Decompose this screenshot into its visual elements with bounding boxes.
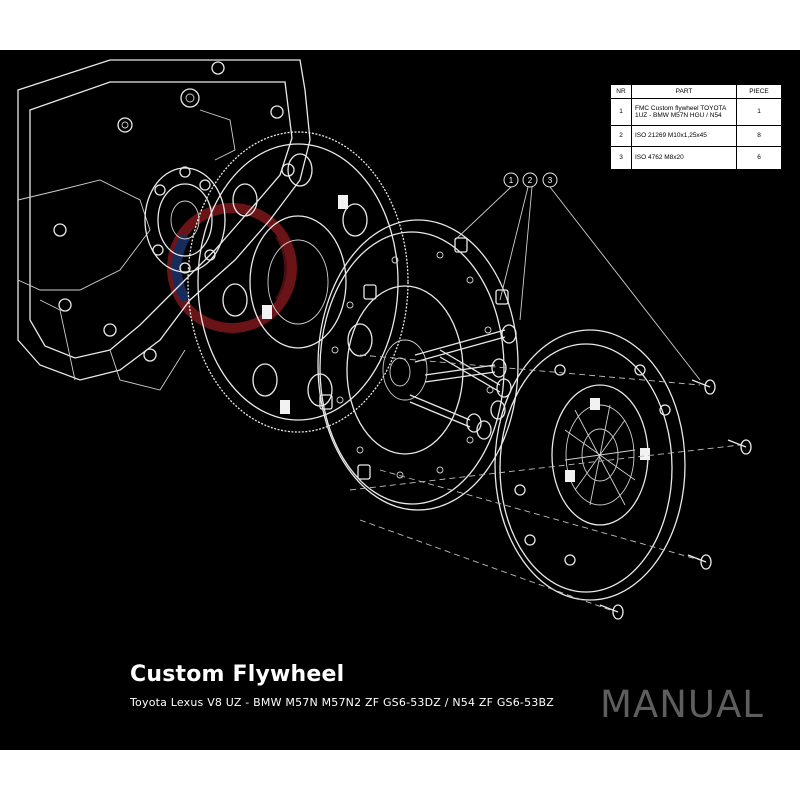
ring-gear-flywheel bbox=[187, 131, 409, 433]
row-nr: 2 bbox=[610, 125, 632, 147]
bellhousing bbox=[17, 59, 311, 391]
manual-badge: MANUAL bbox=[600, 683, 764, 726]
brand-logo-watermark bbox=[167, 203, 297, 333]
row-nr: 1 bbox=[610, 98, 632, 126]
table-row: 1 FMC Custom flywheel TOYOTA 1UZ - BMW M… bbox=[610, 98, 782, 126]
table-row: 3 ISO 4762 M8x20 6 bbox=[610, 146, 782, 170]
clutch-pressure-plate bbox=[494, 329, 686, 601]
page-title: Custom Flywheel bbox=[130, 662, 345, 687]
row-nr: 3 bbox=[610, 146, 632, 170]
row-piece: 6 bbox=[736, 146, 782, 170]
callout-3: 3 bbox=[542, 172, 558, 188]
col-part: PART bbox=[631, 84, 737, 99]
parts-table: NR PART PIECE 1 FMC Custom flywheel TOYO… bbox=[610, 84, 782, 170]
row-part: ISO 21269 M10x1,25x45 bbox=[631, 125, 737, 147]
row-part: FMC Custom flywheel TOYOTA 1UZ - BMW M57… bbox=[631, 98, 737, 126]
callout-leaders bbox=[454, 186, 701, 381]
callout-3-label: 3 bbox=[548, 176, 553, 185]
callout-2-label: 2 bbox=[528, 176, 533, 185]
col-piece: PIECE bbox=[736, 84, 782, 99]
callout-2: 2 bbox=[522, 172, 538, 188]
row-piece: 8 bbox=[736, 125, 782, 147]
crank-hub bbox=[144, 166, 226, 274]
exploded-view-drawing: 1 2 3 bbox=[17, 59, 752, 620]
row-part: ISO 4762 M8x20 bbox=[631, 146, 737, 170]
page-subtitle: Toyota Lexus V8 UZ - BMW M57N M57N2 ZF G… bbox=[130, 696, 554, 709]
callout-1: 1 bbox=[503, 172, 519, 188]
callout-1-label: 1 bbox=[509, 176, 514, 185]
row-piece: 1 bbox=[736, 98, 782, 126]
cap-screws-part-3 bbox=[349, 354, 752, 620]
custom-flywheel-part-1 bbox=[317, 219, 519, 511]
parts-table-header: NR PART PIECE bbox=[610, 84, 782, 99]
col-nr: NR bbox=[610, 84, 632, 99]
table-row: 2 ISO 21269 M10x1,25x45 8 bbox=[610, 125, 782, 147]
diagram-canvas: 1 2 3 NR PART PIECE 1 FMC Custom flywhee… bbox=[0, 50, 800, 750]
